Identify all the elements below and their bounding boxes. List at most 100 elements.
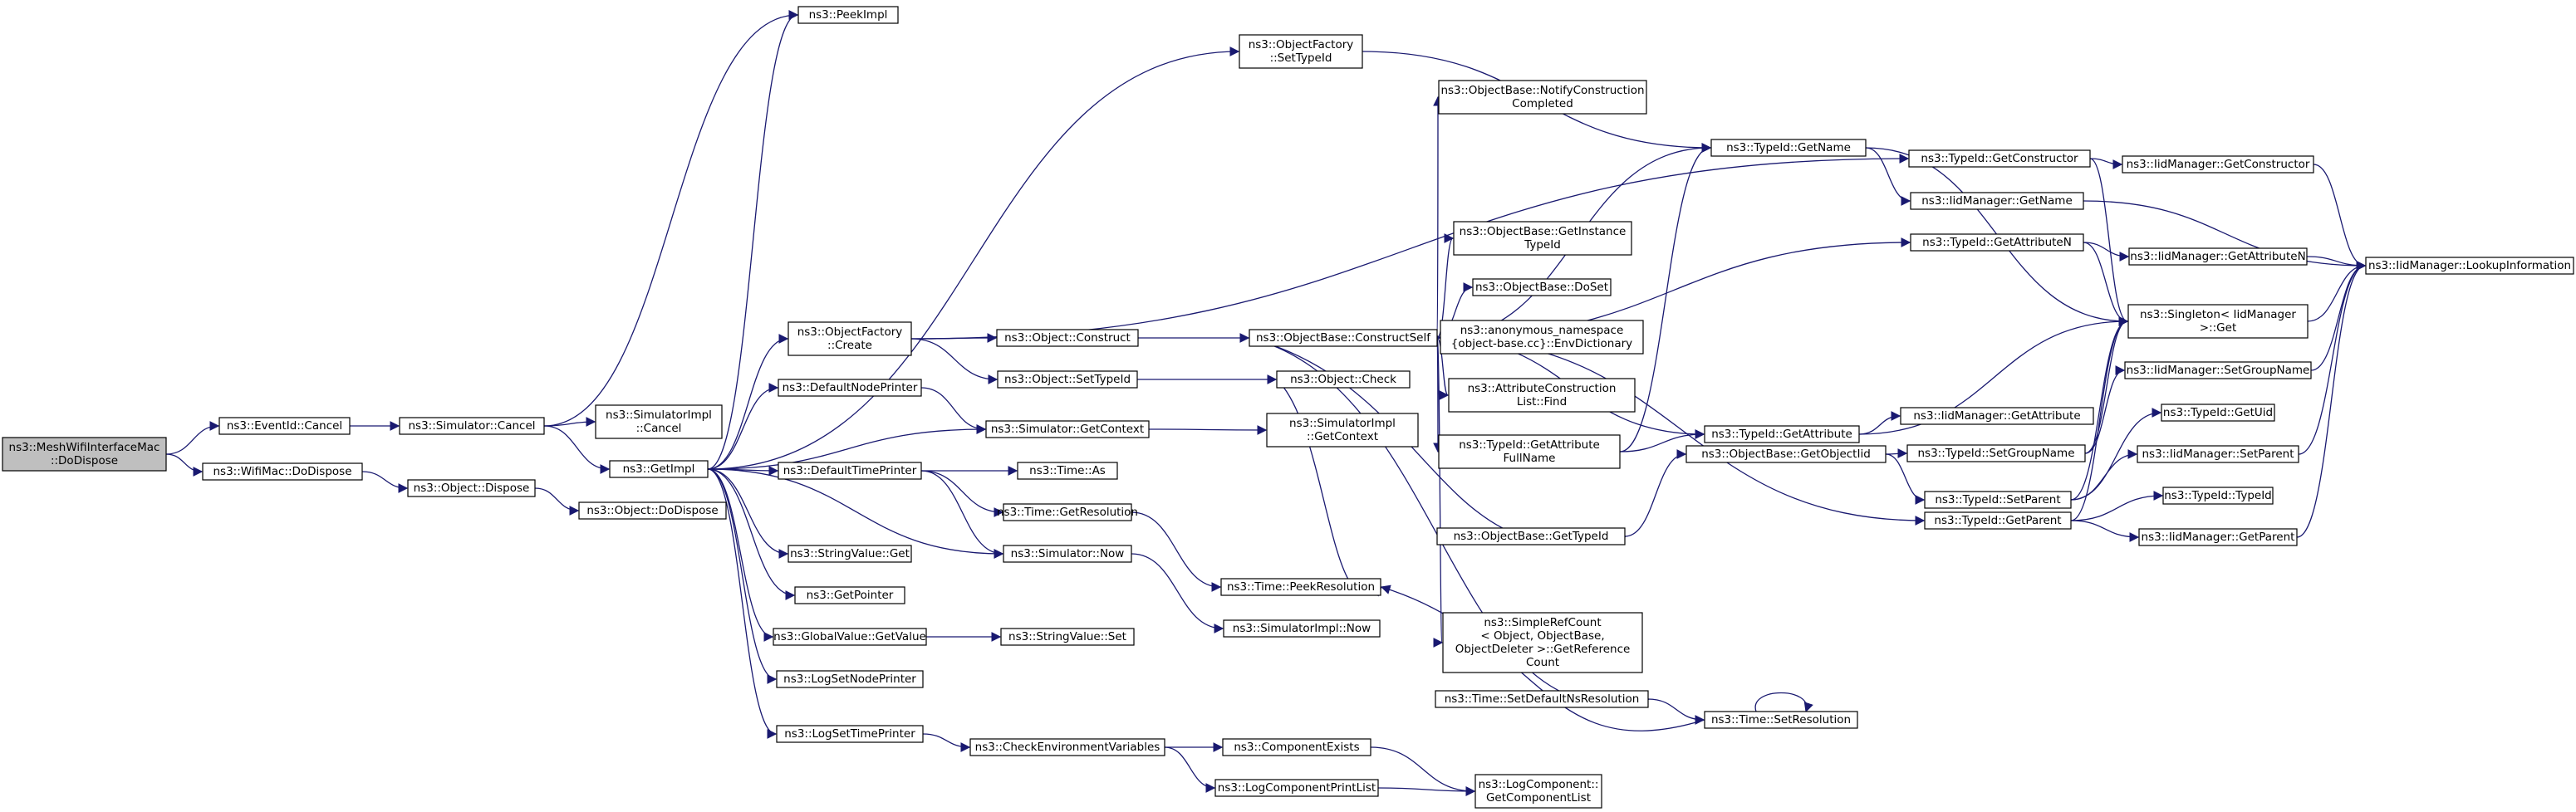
node-label: ns3::AttributeConstruction — [1468, 382, 1617, 395]
node-defaulttimeprinter[interactable]: ns3::DefaultTimePrinter — [778, 462, 922, 480]
node-label: ns3::anonymous_namespace — [1460, 324, 1624, 337]
node-object-dispose[interactable]: ns3::Object::Dispose — [407, 479, 536, 497]
node-label: List::Find — [1517, 395, 1567, 408]
node-simulator-now[interactable]: ns3::Simulator::Now — [1003, 545, 1132, 563]
call-edge-typeid_getconstructor-to-singleton — [2089, 158, 2129, 326]
node-object-construct[interactable]: ns3::Object::Construct — [996, 329, 1139, 347]
call-edge-getimpl-to-simulator_now — [707, 468, 1004, 559]
node-globalvalue-getvalue[interactable]: ns3::GlobalValue::GetValue — [773, 628, 927, 646]
call-edge-objbase_gettypeid-to-objbase_getobjectiid — [1624, 449, 1687, 537]
node-label: ns3::TypeId::SetParent — [1935, 493, 2060, 506]
node-time-getresolution[interactable]: ns3::Time::GetResolution — [997, 503, 1138, 521]
node-typeid-setgroupname[interactable]: ns3::TypeId::SetGroupName — [1906, 444, 2086, 462]
node-objbase-getobjectiid[interactable]: ns3::ObjectBase::GetObjectIid — [1685, 445, 1887, 463]
node-objbase-notify[interactable]: ns3::ObjectBase::NotifyConstructionCompl… — [1438, 80, 1647, 115]
node-label: ns3::SimulatorImpl::Now — [1233, 622, 1371, 635]
node-iid-getattributen[interactable]: ns3::IidManager::GetAttributeN — [2128, 247, 2308, 266]
call-edge-typeid_getattrfullname-to-typeid_getname — [1619, 143, 1712, 452]
node-typeid-setparent[interactable]: ns3::TypeId::SetParent — [1924, 491, 2072, 509]
call-edge-typeid_getname-to-iid_getname — [1865, 147, 1911, 206]
node-getpointer[interactable]: ns3::GetPointer — [794, 586, 905, 604]
node-anon-envdict[interactable]: ns3::anonymous_namespace{object-base.cc}… — [1440, 320, 1644, 355]
call-edge-typeid_setgroupname-to-singleton — [2084, 316, 2129, 454]
node-componentexists[interactable]: ns3::ComponentExists — [1222, 738, 1371, 756]
node-simimpl-getcontext[interactable]: ns3::SimulatorImpl::GetContext — [1266, 413, 1419, 448]
node-eventid-cancel[interactable]: ns3::EventId::Cancel — [218, 417, 351, 435]
node-label: ns3::Time::SetDefaultNsResolution — [1445, 692, 1640, 706]
node-time-peekresolution[interactable]: ns3::Time::PeekResolution — [1220, 578, 1381, 596]
node-typeid-getattribute[interactable]: ns3::TypeId::GetAttribute — [1704, 425, 1860, 443]
node-stringvalue-get[interactable]: ns3::StringValue::Get — [788, 545, 912, 563]
node-typeid-getattributen[interactable]: ns3::TypeId::GetAttributeN — [1910, 233, 2084, 252]
call-edge-simulator_cancel-to-peekimpl — [543, 10, 799, 427]
node-label: ns3::TypeId::TypeId — [2164, 489, 2272, 502]
node-label: ns3::GetPointer — [807, 589, 894, 602]
node-label: ns3::TypeId::GetUid — [2163, 406, 2273, 419]
node-label: ns3::TypeId::GetAttribute — [1459, 438, 1600, 452]
node-iid-setparent[interactable]: ns3::IidManager::SetParent — [2137, 445, 2299, 463]
node-object-dodispose[interactable]: ns3::Object::DoDispose — [578, 501, 727, 520]
node-wifimac-dodispose[interactable]: ns3::WifiMac::DoDispose — [202, 462, 363, 481]
node-label: ns3::ObjectBase::GetTypeId — [1454, 530, 1609, 543]
node-object-settypeid[interactable]: ns3::Object::SetTypeId — [997, 370, 1138, 389]
node-label: ns3::CheckEnvironmentVariables — [975, 741, 1160, 754]
node-time-setdefaultns[interactable]: ns3::Time::SetDefaultNsResolution — [1435, 690, 1649, 708]
node-typeid-getuid[interactable]: ns3::TypeId::GetUid — [2161, 404, 2275, 422]
node-typeid-getparent[interactable]: ns3::TypeId::GetParent — [1924, 511, 2072, 530]
node-label: ns3::TypeId::SetGroupName — [1917, 447, 2074, 460]
node-label: ::SetTypeId — [1270, 51, 1332, 65]
node-root[interactable]: ns3::MeshWifiInterfaceMac::DoDispose — [2, 437, 167, 472]
node-label: ns3::WifiMac::DoDispose — [213, 465, 351, 478]
node-label: ns3::TypeId::GetConstructor — [1921, 152, 2078, 165]
node-typeid-getconstructor[interactable]: ns3::TypeId::GetConstructor — [1908, 149, 2091, 168]
node-label: ns3::PeekImpl — [809, 8, 888, 22]
node-label: ns3::IidManager::GetName — [1921, 194, 2073, 208]
node-objbase-gettypeid[interactable]: ns3::ObjectBase::GetTypeId — [1436, 527, 1626, 545]
node-label: ns3::Object::Dispose — [414, 482, 530, 495]
node-iid-getconstructor[interactable]: ns3::IidManager::GetConstructor — [2122, 155, 2314, 174]
node-singleton[interactable]: ns3::Singleton< IidManager>::Get — [2127, 304, 2309, 339]
node-label: ns3::IidManager::GetParent — [2142, 531, 2295, 544]
node-typeid-getname[interactable]: ns3::TypeId::GetName — [1710, 139, 1867, 157]
node-label: ns3::TypeId::GetParent — [1934, 514, 2061, 527]
node-object-check[interactable]: ns3::Object::Check — [1276, 370, 1411, 389]
node-label: ns3::LogComponent:: — [1479, 778, 1599, 791]
node-objbase-constructself[interactable]: ns3::ObjectBase::ConstructSelf — [1249, 329, 1438, 347]
call-edge-objbase_getobjectiid-to-typeid_setparent — [1885, 453, 1926, 505]
node-label: ns3::DefaultNodePrinter — [783, 381, 918, 394]
node-logsettimeprinter[interactable]: ns3::LogSetTimePrinter — [776, 725, 924, 743]
node-simimpl-cancel[interactable]: ns3::SimulatorImpl::Cancel — [595, 404, 723, 439]
node-logcomp-getlist[interactable]: ns3::LogComponent::GetComponentList — [1474, 774, 1602, 809]
node-iid-setgroupname[interactable]: ns3::IidManager::SetGroupName — [2124, 361, 2312, 379]
call-edge-defaultnodeprinter-to-simulator_getcontext — [920, 387, 987, 434]
call-edge-iid_setparent-to-iid_lookup — [2298, 261, 2367, 455]
node-peekimpl[interactable]: ns3::PeekImpl — [797, 6, 899, 24]
node-time-as[interactable]: ns3::Time::As — [1017, 462, 1118, 480]
node-simimpl-now[interactable]: ns3::SimulatorImpl::Now — [1223, 619, 1381, 638]
node-label: ns3::TypeId::GetAttribute — [1711, 428, 1852, 441]
node-simplerefcount[interactable]: ns3::SimpleRefCount< Object, ObjectBase,… — [1442, 612, 1643, 673]
node-stringvalue-set[interactable]: ns3::StringValue::Set — [1000, 628, 1135, 646]
node-simulator-getcontext[interactable]: ns3::Simulator::GetContext — [985, 420, 1150, 438]
node-logcompprintlist[interactable]: ns3::LogComponentPrintList — [1214, 779, 1379, 797]
node-iid-getparent[interactable]: ns3::IidManager::GetParent — [2138, 528, 2298, 546]
node-typeid-typeid[interactable]: ns3::TypeId::TypeId — [2162, 487, 2274, 505]
node-simulator-cancel[interactable]: ns3::Simulator::Cancel — [399, 417, 545, 435]
node-objfactory-settypeid[interactable]: ns3::ObjectFactory::SetTypeId — [1239, 34, 1363, 69]
node-label: ns3::Time::GetResolution — [997, 506, 1138, 519]
node-iid-getattribute[interactable]: ns3::IidManager::GetAttribute — [1900, 407, 2094, 425]
call-edge-iid_getparent-to-iid_lookup — [2296, 261, 2367, 538]
node-objbase-doset[interactable]: ns3::ObjectBase::DoSet — [1472, 278, 1612, 296]
node-iid-getname[interactable]: ns3::IidManager::GetName — [1910, 192, 2084, 210]
node-logsetnodeprinter[interactable]: ns3::LogSetNodePrinter — [776, 670, 924, 688]
node-time-setresolution[interactable]: ns3::Time::SetResolution — [1704, 711, 1858, 729]
node-getimpl[interactable]: ns3::GetImpl — [609, 460, 709, 478]
node-defaultnodeprinter[interactable]: ns3::DefaultNodePrinter — [778, 379, 922, 397]
node-objfactory-create[interactable]: ns3::ObjectFactory::Create — [788, 321, 912, 356]
node-checkenvvars[interactable]: ns3::CheckEnvironmentVariables — [969, 738, 1165, 756]
call-edge-typeid_getattributen-to-iid_getattributen — [2083, 242, 2130, 262]
node-iid-lookup[interactable]: ns3::IidManager::LookupInformation — [2365, 257, 2574, 275]
